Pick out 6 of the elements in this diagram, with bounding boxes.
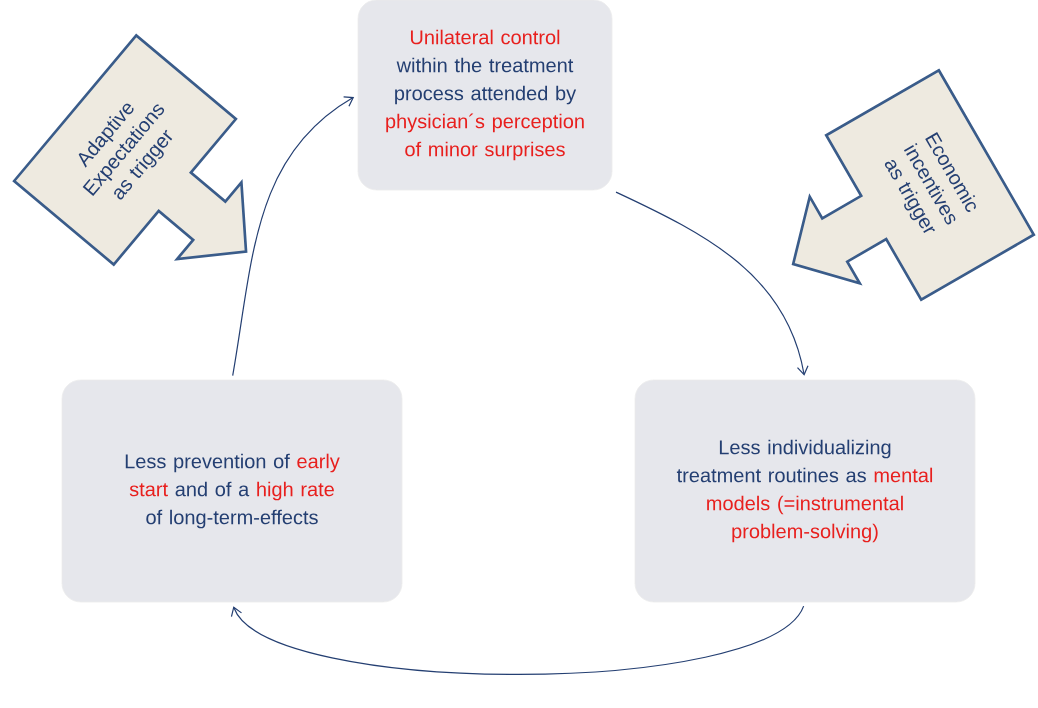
curved-arrow: [230, 605, 805, 675]
curved-arrow: [615, 191, 809, 376]
text-box: Less prevention of early start and of a high rate of long-term-effects: [61, 379, 403, 603]
text-box: Unilateral control within the treatment process attended by physician´s perception of minor surprises: [357, 0, 613, 191]
text-box: Less individualizing treatment routines as mental models (=instrumental problem-solving): [634, 379, 976, 603]
curved-arrow: [232, 96, 355, 377]
